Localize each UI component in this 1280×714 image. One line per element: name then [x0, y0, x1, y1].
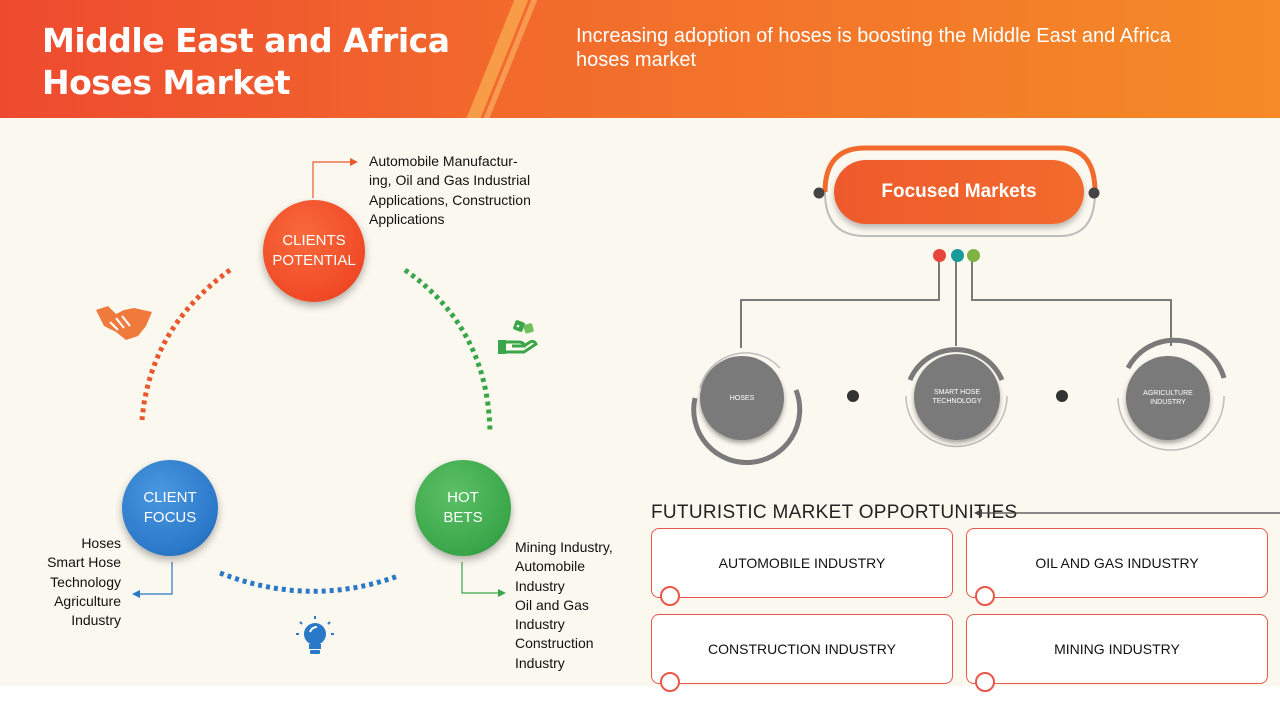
indicator-dot-green — [967, 249, 980, 262]
market-agriculture-circle: AGRICULTURE INDUSTRY — [1126, 356, 1210, 440]
clients-potential-label-2: POTENTIAL — [272, 252, 356, 269]
detail-line: Smart Hose — [47, 554, 121, 571]
opportunity-card: CONSTRUCTION INDUSTRY — [651, 614, 953, 692]
market-label: SMART HOSE — [933, 389, 981, 396]
clients-potential-circle: CLIENTS POTENTIAL — [263, 200, 365, 302]
market-smart-hose-circle: SMART HOSE TECHNOLOGY — [914, 354, 1000, 440]
connector-client-focus — [140, 562, 173, 595]
clients-potential-label-1: CLIENTS — [282, 232, 346, 249]
dice-hand-icon — [498, 320, 538, 354]
cycle-diagram — [132, 158, 506, 598]
market-label: INDUSTRY — [1150, 399, 1186, 406]
focused-markets-title: Focused Markets — [834, 160, 1084, 224]
detail-line: Construction — [515, 635, 594, 652]
detail-line: Automobile Manufactur- — [369, 153, 518, 169]
opportunities-title: FUTURISTIC MARKET OPPORTUNITIES — [651, 502, 1018, 523]
detail-line: Applications, Construction — [369, 191, 531, 208]
detail-line: Oil and Gas — [515, 596, 589, 613]
card-bullet — [660, 586, 680, 606]
handshake-icon — [96, 306, 152, 340]
detail-line: ing, Oil and Gas Industrial — [369, 172, 531, 189]
pill-frame-top — [822, 145, 1098, 193]
opportunity-label: OIL AND GAS INDUSTRY — [1035, 555, 1199, 571]
arc-blue — [219, 570, 399, 594]
detail-line: Mining Industry, — [515, 539, 613, 555]
page-subtitle: Increasing adoption of hoses is boosting… — [576, 25, 1171, 71]
market-label: TECHNOLOGY — [932, 398, 982, 405]
card-bullet — [975, 672, 995, 692]
client-focus-label-1: CLIENT — [143, 489, 197, 506]
hot-bets-details: Mining Industry, Automobile Industry Oil… — [515, 538, 645, 673]
focused-markets-tree — [691, 145, 1227, 466]
pill-frame-bottom — [824, 191, 1096, 237]
client-focus-details: Hoses Smart Hose Technology Agriculture … — [20, 534, 121, 630]
opportunity-card: OIL AND GAS INDUSTRY — [966, 528, 1268, 606]
header-banner: Middle East and Africa Hoses Market Incr… — [0, 0, 1280, 118]
indicator-dot-teal — [951, 249, 964, 262]
market-label: HOSES — [729, 394, 755, 402]
opportunity-card: MINING INDUSTRY — [966, 614, 1268, 692]
connector-hot-bets — [461, 562, 498, 594]
detail-line: Industry — [515, 654, 565, 671]
detail-line: Agriculture — [54, 592, 121, 609]
client-focus-circle: CLIENT FOCUS — [122, 460, 218, 556]
opportunity-label: CONSTRUCTION INDUSTRY — [708, 641, 896, 657]
hot-bets-circle: HOT BETS — [415, 460, 511, 556]
hot-bets-label-2: BETS — [443, 509, 483, 526]
detail-line: Technology — [50, 573, 121, 590]
opportunity-label: AUTOMOBILE INDUSTRY — [718, 555, 886, 571]
market-hoses-circle: HOSES — [700, 356, 784, 440]
detail-line: Industry — [515, 577, 565, 594]
detail-line: Hoses — [81, 535, 121, 551]
detail-line: Industry — [515, 616, 565, 633]
clients-potential-details: Automobile Manufactur- ing, Oil and Gas … — [369, 152, 569, 229]
opportunities-arrow — [974, 509, 1280, 517]
page-title: Middle East and Africa Hoses Market — [42, 21, 450, 102]
detail-line: Automobile — [515, 558, 586, 575]
opportunity-label: MINING INDUSTRY — [1054, 641, 1180, 657]
opportunity-card: AUTOMOBILE INDUSTRY — [651, 528, 953, 606]
market-label: AGRICULTURE — [1143, 390, 1193, 397]
arc-green — [403, 267, 493, 433]
connector-clients-potential — [312, 161, 350, 198]
arc-orange — [139, 267, 232, 421]
client-focus-label-2: FOCUS — [143, 509, 197, 526]
card-bullet — [975, 586, 995, 606]
indicator-dot-red — [933, 249, 946, 262]
lightbulb-icon — [296, 616, 334, 654]
detail-line: Applications — [369, 210, 445, 227]
hot-bets-label-1: HOT — [447, 489, 479, 506]
card-bullet — [660, 672, 680, 692]
detail-line: Industry — [71, 612, 121, 629]
